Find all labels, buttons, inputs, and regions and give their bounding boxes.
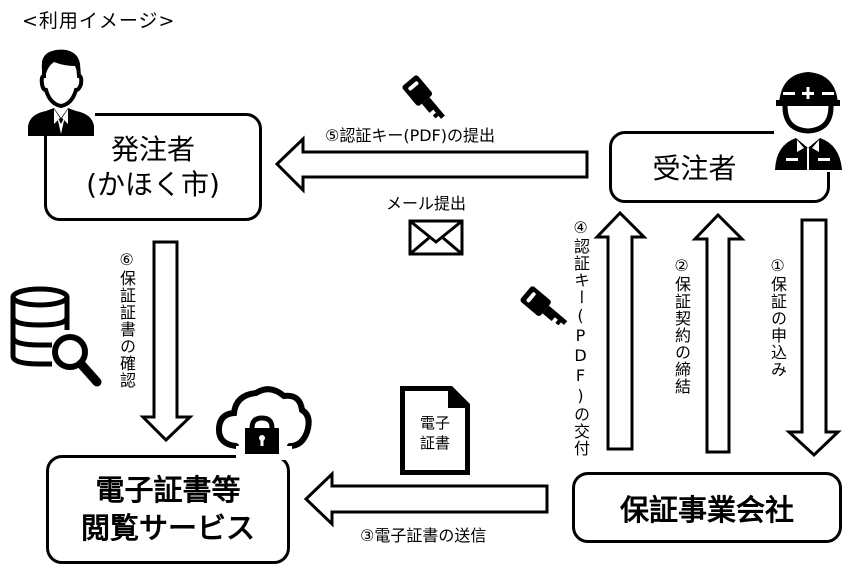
key-icon <box>520 286 568 326</box>
document-icon <box>400 386 470 475</box>
arrow-step6 <box>139 240 194 443</box>
arrow-step2 <box>691 212 746 454</box>
arrow-step5 <box>274 135 589 194</box>
envelope-icon <box>408 219 464 256</box>
key-icon <box>402 75 445 119</box>
document-icon-label: 電子 証書 <box>405 413 465 454</box>
contractor-label: 受注者 <box>652 152 737 185</box>
document-line2: 証書 <box>419 434 450 453</box>
step6-label: ⑥保証証書の確認 <box>117 250 136 389</box>
cloud-lock-icon <box>215 386 312 454</box>
diagram-title: <利用イメージ> <box>22 10 176 32</box>
guarantor-label: 保証事業会社 <box>619 492 794 527</box>
step3-label: ③電子証書の送信 <box>360 526 487 545</box>
arrow-step1 <box>785 218 842 458</box>
arrow-step4 <box>593 210 648 451</box>
arrow-step3 <box>303 470 549 528</box>
node-orderer: 発注者 (かほく市) <box>44 113 262 221</box>
orderer-sublabel: (かほく市) <box>86 168 220 201</box>
orderer-label: 発注者 <box>110 133 195 166</box>
step2-label: ②保証契約の締結 <box>672 256 691 395</box>
step4-label: ④認証キー(PDF)の交付 <box>571 218 590 457</box>
database-search-icon <box>10 286 102 387</box>
document-line1: 電子 <box>419 414 450 432</box>
step1-label: ①保証の申込み <box>768 256 787 378</box>
viewer-label: 電子証書等 <box>95 472 241 507</box>
node-contractor: 受注者 <box>609 131 830 203</box>
viewer-sublabel: 閲覧サービス <box>80 510 255 545</box>
step5-label: ⑤認証キー(PDF)の提出 <box>325 126 496 145</box>
step5-sub-label: メール提出 <box>386 194 467 213</box>
node-viewer: 電子証書等 閲覧サービス <box>46 455 290 564</box>
node-guarantor: 保証事業会社 <box>572 472 842 543</box>
